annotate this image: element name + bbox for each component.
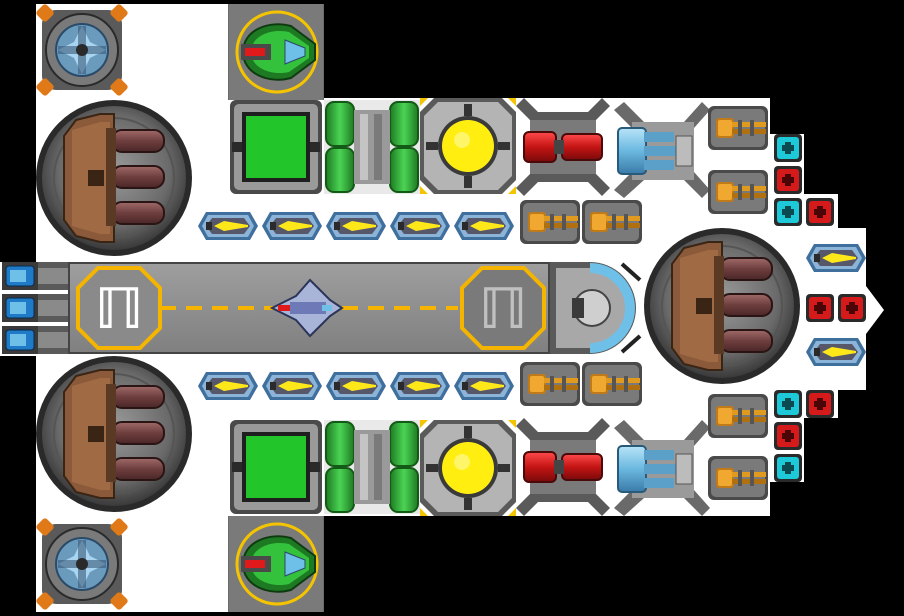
green-launcher-bottom[interactable] — [227, 514, 325, 614]
laser-pod[interactable] — [326, 372, 386, 400]
green-launcher-top[interactable] — [227, 2, 325, 102]
gold-gun-6[interactable] — [582, 362, 642, 406]
gold-gun-5[interactable] — [520, 362, 580, 406]
laser-pod[interactable] — [454, 212, 514, 240]
red-node[interactable] — [806, 198, 834, 226]
battery[interactable] — [1, 325, 69, 355]
reactor-top[interactable] — [420, 98, 516, 194]
pad-right-glyph: ℿ — [479, 277, 527, 342]
gold-gun-8[interactable] — [708, 456, 768, 500]
cyan-node[interactable] — [774, 390, 802, 418]
red-node[interactable] — [774, 422, 802, 450]
landing-pad-left[interactable]: ℿ — [76, 266, 162, 350]
red-node[interactable] — [838, 294, 866, 322]
green-screen-bottom[interactable] — [230, 420, 322, 514]
red-node[interactable] — [774, 166, 802, 194]
shield-emitter-top[interactable] — [34, 2, 130, 98]
laser-pod[interactable] — [454, 372, 514, 400]
gold-gun-3[interactable] — [520, 200, 580, 244]
laser-pod[interactable] — [390, 372, 450, 400]
batteries — [1, 261, 69, 355]
laser-pod[interactable] — [262, 212, 322, 240]
gold-gun-7[interactable] — [708, 394, 768, 438]
laser-pod[interactable] — [806, 244, 866, 272]
red-thruster-top[interactable] — [515, 97, 611, 197]
red-thruster-bottom[interactable] — [515, 417, 611, 517]
green-screen-top[interactable] — [230, 100, 322, 194]
turret-front[interactable] — [643, 227, 801, 385]
laser-row-top — [198, 212, 514, 240]
cyan-node[interactable] — [774, 134, 802, 162]
shield-emitter-bottom[interactable] — [34, 516, 130, 612]
gold-gun-2[interactable] — [708, 170, 768, 214]
laser-row-bottom — [198, 372, 514, 400]
gold-gun-1[interactable] — [708, 106, 768, 150]
gold-gun-4[interactable] — [582, 200, 642, 244]
cyan-node[interactable] — [774, 454, 802, 482]
green-tanks-bottom[interactable] — [323, 419, 421, 515]
turret-top-left[interactable] — [35, 99, 193, 257]
laser-pod[interactable] — [198, 372, 258, 400]
laser-pod[interactable] — [390, 212, 450, 240]
battery[interactable] — [1, 293, 69, 323]
laser-pod[interactable] — [198, 212, 258, 240]
hangar-door[interactable] — [550, 262, 642, 354]
fighter-ship[interactable] — [269, 278, 344, 338]
landing-pad-right[interactable]: ℿ — [460, 266, 546, 350]
green-tanks-top[interactable] — [323, 99, 421, 195]
red-node[interactable] — [806, 390, 834, 418]
pad-left-glyph: ℿ — [95, 277, 143, 342]
reactor-bottom[interactable] — [420, 420, 516, 516]
red-node[interactable] — [806, 294, 834, 322]
turret-bottom-left[interactable] — [35, 355, 193, 513]
battery[interactable] — [1, 261, 69, 291]
cyan-node[interactable] — [774, 198, 802, 226]
laser-pod[interactable] — [262, 372, 322, 400]
laser-pod[interactable] — [806, 338, 866, 366]
laser-pod[interactable] — [326, 212, 386, 240]
